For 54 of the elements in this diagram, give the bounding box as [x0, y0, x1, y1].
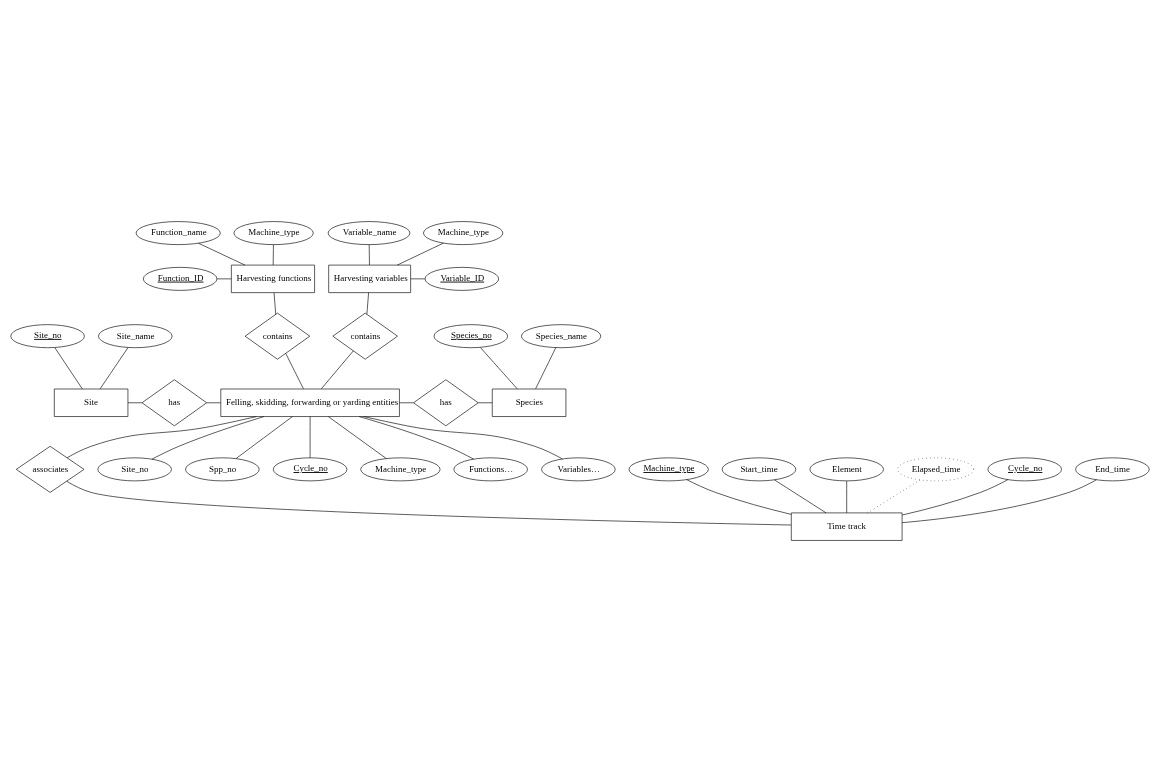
node-ellipse: Site_no: [97, 457, 172, 481]
connector: [366, 291, 369, 315]
connector: [901, 479, 1097, 523]
connector: [399, 401, 414, 403]
node-ellipse: Machine_type: [423, 220, 504, 245]
connector: [363, 415, 563, 459]
node-ellipse: Variable_ID: [424, 266, 499, 291]
node-ellipse: Cycle_no: [272, 457, 348, 481]
node-ellipse: Functions…: [453, 457, 528, 481]
node-diamond: contains: [244, 312, 311, 360]
node-ellipse: Cycle_no: [987, 457, 1062, 481]
node-ellipse: Variables…: [541, 457, 616, 481]
connector: [686, 478, 792, 515]
node-ellipse: Start_time: [721, 457, 797, 481]
node-ellipse: Site_no: [10, 323, 85, 348]
node-ellipse: Spp_no: [185, 457, 260, 481]
node-ellipse: Elapsed_time: [897, 457, 974, 481]
connector: [285, 352, 304, 389]
node-ellipse: Element: [809, 457, 884, 481]
node-box: Time track: [790, 512, 903, 541]
node-ellipse: Site_name: [98, 323, 173, 348]
node-ellipse: Machine_type: [360, 457, 441, 481]
node-ellipse: Function_name: [135, 220, 221, 245]
node-ellipse: Machine_type: [628, 457, 709, 481]
connector: [396, 242, 444, 265]
node-box: Site: [54, 388, 129, 417]
node-diamond: has: [141, 378, 207, 426]
connector: [368, 243, 370, 265]
node-ellipse: Function_ID: [143, 266, 218, 291]
connector: [309, 415, 311, 458]
connector: [198, 242, 246, 265]
connector: [273, 291, 277, 315]
connector: [66, 415, 257, 458]
node-box: Harvesting functions: [231, 264, 315, 293]
node-ellipse: Machine_type: [233, 220, 314, 245]
node-ellipse: Variable_name: [327, 220, 411, 245]
node-diamond: has: [413, 378, 479, 426]
node-ellipse: End_time: [1075, 457, 1150, 481]
connector: [127, 401, 143, 403]
node-box: Felling, skidding, forwarding or yarding entities: [220, 388, 400, 417]
connector: [99, 346, 129, 389]
connector: [328, 415, 387, 459]
node-box: Harvesting variables: [328, 264, 411, 293]
node-ellipse: Species_no: [433, 323, 508, 348]
connector: [901, 478, 1009, 515]
node-diamond: contains: [332, 312, 398, 360]
connector: [535, 346, 557, 389]
connector: [358, 415, 474, 459]
connector: [774, 479, 827, 513]
node-box: Species: [491, 388, 567, 417]
connector: [235, 415, 293, 459]
node-ellipse: Species_name: [521, 323, 602, 348]
node-diamond: associates: [15, 445, 85, 493]
connector: [151, 415, 265, 459]
